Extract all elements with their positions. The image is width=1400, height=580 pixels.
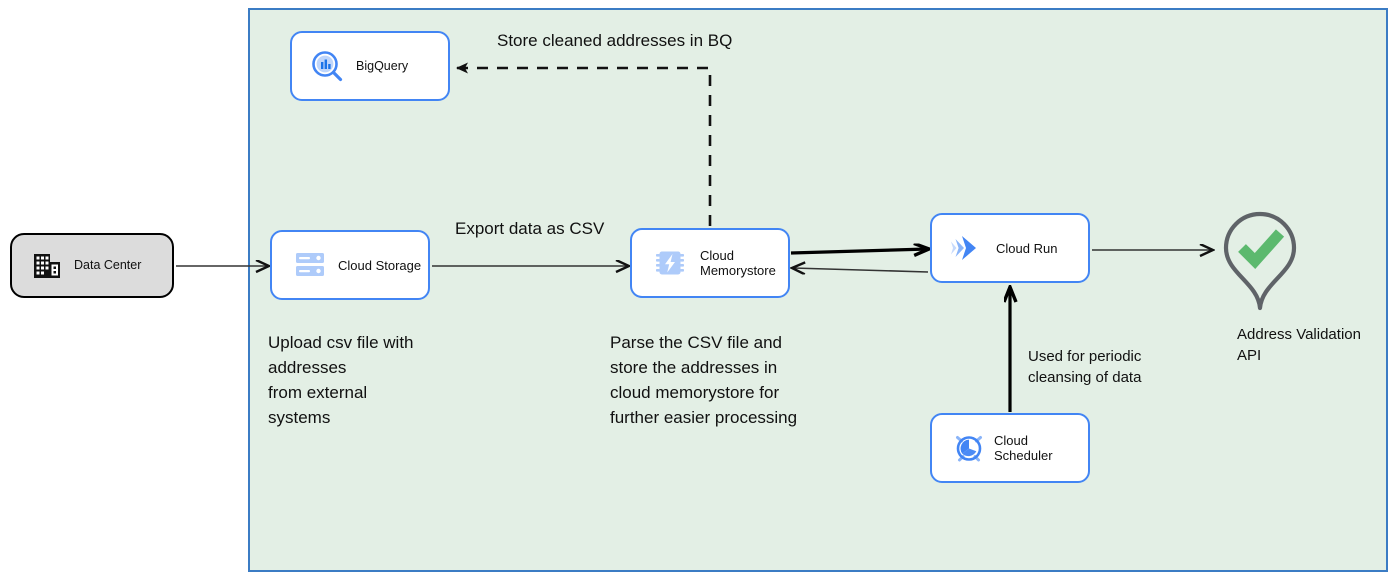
node-cloud-storage[interactable]: Cloud Storage	[270, 230, 430, 300]
node-label-cloud-memorystore: Cloud Memorystore	[700, 248, 776, 278]
node-label-cloud-scheduler: Cloud Scheduler	[994, 433, 1053, 463]
edge-label-store-cleaned-addresses: Store cleaned addresses in BQ	[497, 31, 733, 50]
node-label-cloud-storage: Cloud Storage	[338, 257, 422, 273]
data-center-icon	[24, 251, 70, 281]
cloud-scheduler-icon	[946, 431, 992, 465]
cloud-run-icon	[944, 232, 990, 264]
node-data-center[interactable]: Data Center	[10, 233, 174, 298]
node-cloud-memorystore[interactable]: Cloud Memorystore	[630, 228, 790, 298]
node-label-cloud-run: Cloud Run	[996, 240, 1058, 256]
map-pin-check-icon[interactable]	[1218, 207, 1302, 311]
cloud-memorystore-icon	[648, 247, 692, 279]
node-label-data-center: Data Center	[74, 258, 142, 272]
node-bigquery[interactable]: BigQuery	[290, 31, 450, 101]
annotation-upload-csv: Upload csv file with addresses from exte…	[268, 333, 414, 427]
edge-label-periodic-cleansing: Used for periodic cleansing of data	[1028, 348, 1142, 386]
google-cloud-boundary-panel	[248, 8, 1388, 572]
label-address-validation-api: Address Validation API	[1237, 326, 1361, 364]
bigquery-icon	[304, 49, 350, 83]
edge-label-export-data-as-csv: Export data as CSV	[455, 219, 605, 238]
node-label-bigquery: BigQuery	[356, 58, 409, 73]
node-cloud-run[interactable]: Cloud Run	[930, 213, 1090, 283]
node-cloud-scheduler[interactable]: Cloud Scheduler	[930, 413, 1090, 483]
annotation-parse-csv: Parse the CSV file and store the address…	[610, 333, 798, 427]
cloud-storage-icon	[288, 250, 332, 280]
